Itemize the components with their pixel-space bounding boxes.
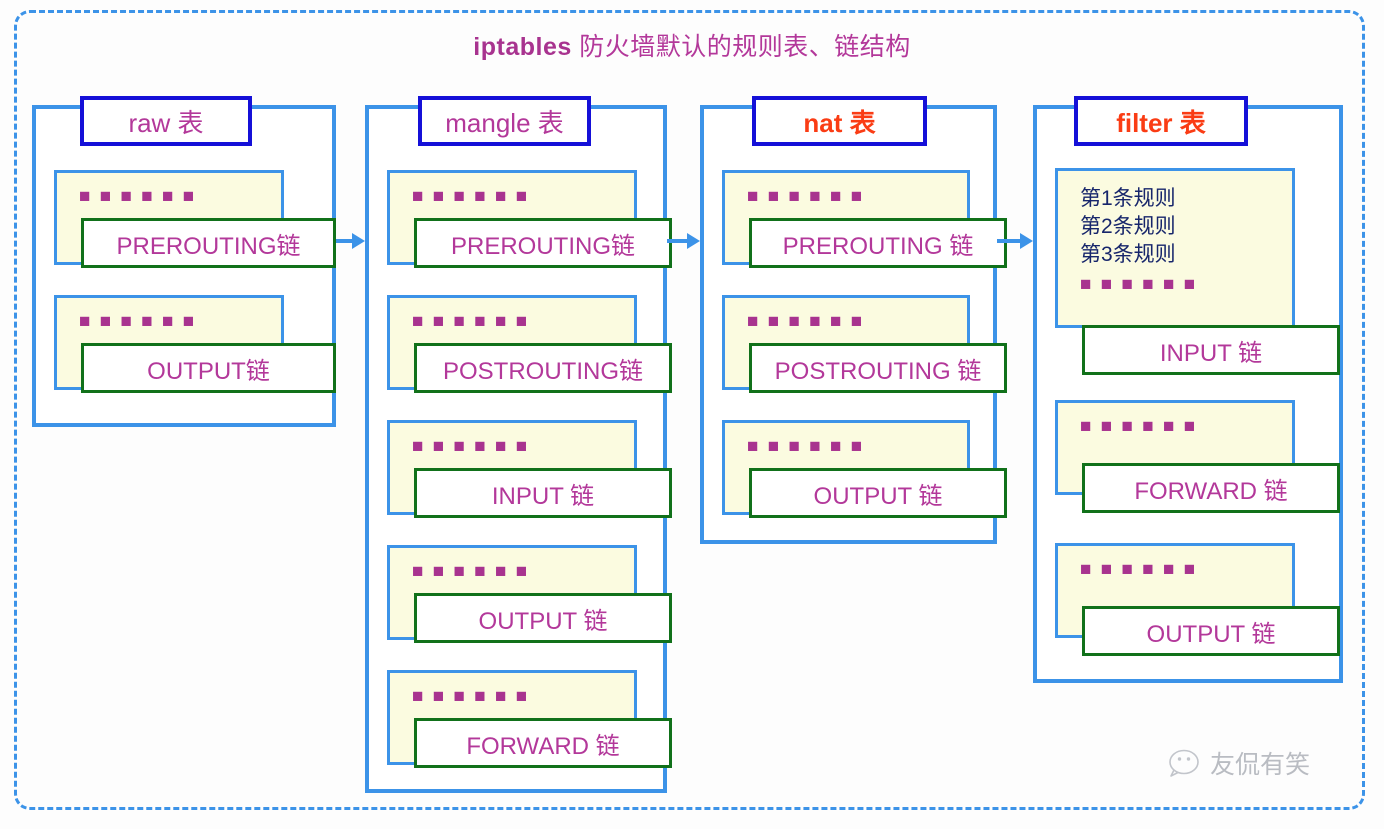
- chain-box-raw-0[interactable]: PREROUTING链: [81, 218, 336, 268]
- ellipsis-dots: ■ ■ ■ ■ ■ ■: [1080, 416, 1198, 437]
- ellipsis-dots: ■ ■ ■ ■ ■ ■: [79, 186, 197, 207]
- ellipsis-dots: ■ ■ ■ ■ ■ ■: [747, 311, 865, 332]
- chat-bubble-icon: [1168, 748, 1202, 778]
- table-header-label: raw 表: [128, 107, 204, 138]
- chain-label: INPUT 链: [491, 482, 595, 510]
- arrow-raw-to-mangle: [336, 231, 365, 251]
- chain-note-box: 第1条规则第2条规则第3条规则 ■ ■ ■ ■ ■ ■: [1055, 168, 1295, 328]
- table-header-nat[interactable]: nat 表: [752, 96, 927, 146]
- table-header-mangle[interactable]: mangle 表: [418, 96, 591, 146]
- arrow-mangle-to-nat: [667, 231, 700, 251]
- table-header-label: filter 表: [1116, 107, 1206, 138]
- ellipsis-dots: ■ ■ ■ ■ ■ ■: [1080, 273, 1198, 295]
- chain-box-filter-0[interactable]: INPUT 链: [1082, 325, 1340, 375]
- ellipsis-dots: ■ ■ ■ ■ ■ ■: [412, 561, 530, 582]
- chain-box-filter-2[interactable]: OUTPUT 链: [1082, 606, 1340, 656]
- chain-box-filter-1[interactable]: FORWARD 链: [1082, 463, 1340, 513]
- ellipsis-dots: ■ ■ ■ ■ ■ ■: [412, 686, 530, 707]
- arrow-shaft: [336, 239, 353, 243]
- chain-box-mangle-1[interactable]: POSTROUTING链: [414, 343, 672, 393]
- chain-label: OUTPUT 链: [813, 482, 943, 510]
- rule-line: 第3条规则: [1080, 242, 1176, 266]
- arrow-head-icon: [352, 233, 365, 249]
- chain-box-nat-2[interactable]: OUTPUT 链: [749, 468, 1007, 518]
- table-header-label: nat 表: [803, 107, 876, 138]
- chain-box-nat-1[interactable]: POSTROUTING 链: [749, 343, 1007, 393]
- watermark: 友侃有笑: [1168, 745, 1310, 781]
- chain-label: PREROUTING链: [116, 232, 301, 260]
- chain-label: OUTPUT 链: [478, 607, 608, 635]
- arrow-nat-to-filter: [997, 231, 1033, 251]
- chain-box-raw-1[interactable]: OUTPUT链: [81, 343, 336, 393]
- chain-label: FORWARD 链: [466, 732, 620, 760]
- rule-list: 第1条规则第2条规则第3条规则: [1080, 185, 1292, 269]
- table-header-label: mangle 表: [445, 107, 564, 138]
- ellipsis-dots: ■ ■ ■ ■ ■ ■: [79, 311, 197, 332]
- arrow-head-icon: [1020, 233, 1033, 249]
- arrow-shaft: [667, 239, 688, 243]
- ellipsis-dots: ■ ■ ■ ■ ■ ■: [412, 311, 530, 332]
- chain-box-mangle-3[interactable]: OUTPUT 链: [414, 593, 672, 643]
- rule-line: 第2条规则: [1080, 214, 1176, 238]
- chain-box-nat-0[interactable]: PREROUTING 链: [749, 218, 1007, 268]
- ellipsis-dots: ■ ■ ■ ■ ■ ■: [747, 436, 865, 457]
- rule-line: 第1条规则: [1080, 187, 1176, 210]
- ellipsis-dots: ■ ■ ■ ■ ■ ■: [747, 186, 865, 207]
- title-rest-part: 防火墙默认的规则表、链结构: [571, 33, 911, 61]
- ellipsis-dots: ■ ■ ■ ■ ■ ■: [1080, 559, 1198, 580]
- page-title: iptables 防火墙默认的规则表、链结构: [0, 27, 1384, 63]
- title-bold-part: iptables: [473, 33, 572, 61]
- table-header-raw[interactable]: raw 表: [80, 96, 252, 146]
- chain-label: PREROUTING链: [450, 232, 635, 260]
- watermark-text: 友侃有笑: [1210, 751, 1311, 779]
- chain-label: PREROUTING 链: [782, 232, 974, 260]
- chain-label: FORWARD 链: [1134, 477, 1288, 505]
- chain-box-mangle-0[interactable]: PREROUTING链: [414, 218, 672, 268]
- outer-dashed-frame: [14, 10, 1365, 810]
- chain-box-mangle-2[interactable]: INPUT 链: [414, 468, 672, 518]
- chain-box-mangle-4[interactable]: FORWARD 链: [414, 718, 672, 768]
- chain-label: POSTROUTING链: [442, 357, 643, 385]
- table-header-filter[interactable]: filter 表: [1074, 96, 1248, 146]
- chain-label: OUTPUT 链: [1146, 620, 1276, 648]
- chain-label: POSTROUTING 链: [774, 357, 982, 385]
- ellipsis-dots: ■ ■ ■ ■ ■ ■: [412, 436, 530, 457]
- arrow-head-icon: [687, 233, 700, 249]
- chain-label: INPUT 链: [1159, 339, 1263, 367]
- arrow-shaft: [997, 239, 1021, 243]
- ellipsis-dots: ■ ■ ■ ■ ■ ■: [412, 186, 530, 207]
- chain-label: OUTPUT链: [147, 357, 270, 385]
